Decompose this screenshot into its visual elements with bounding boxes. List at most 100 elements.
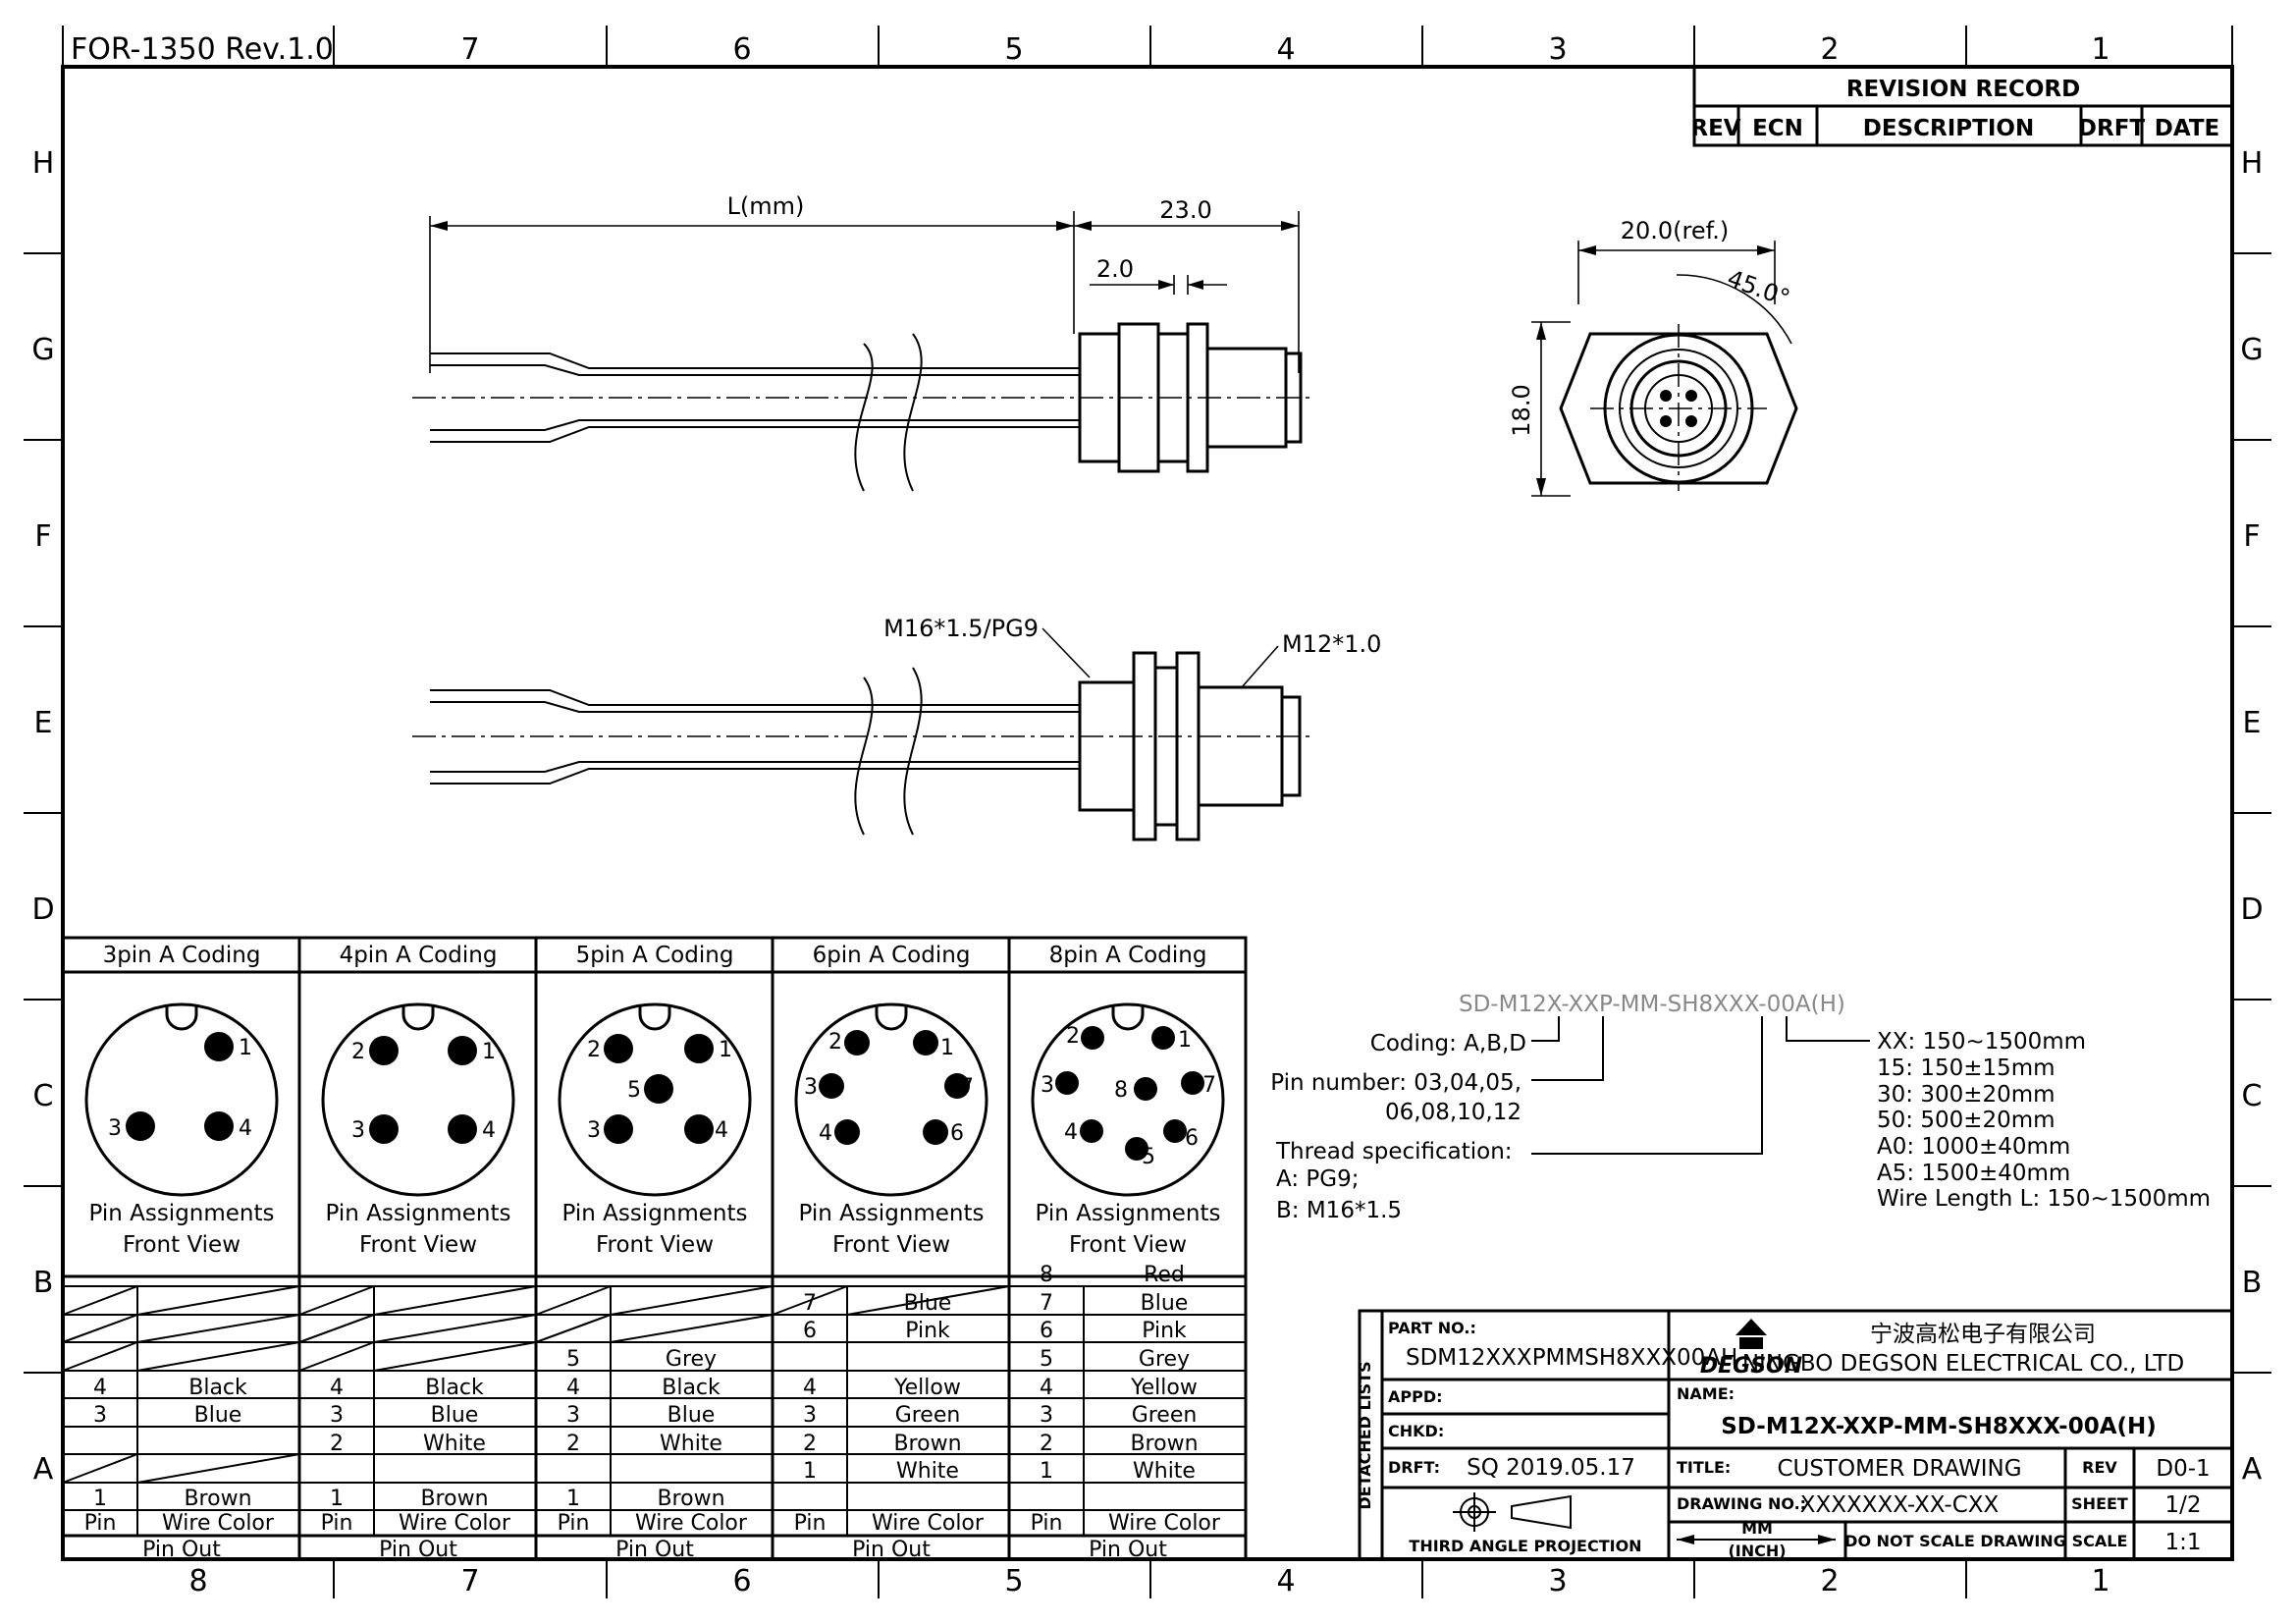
zone-row: G: [31, 333, 54, 367]
wire-color: Brown: [184, 1487, 251, 1511]
part-no-label: PART NO.:: [1388, 1319, 1476, 1337]
pin-number: 3: [93, 1403, 107, 1428]
thread-spec-label: Thread specification:: [1275, 1139, 1513, 1164]
wire-color: Black: [425, 1376, 484, 1400]
pinout-tables: [61, 936, 1248, 1561]
length-option: A5: 1500±40mm: [1877, 1161, 2070, 1186]
pin-header: Pin: [794, 1511, 827, 1536]
pin-label: 3: [108, 1116, 122, 1141]
pin-label: 5: [1142, 1145, 1155, 1169]
unit-mm: MM: [1741, 1519, 1773, 1538]
panel-title: 6pin A Coding: [813, 943, 971, 968]
zone-row: F: [34, 519, 51, 554]
front-view: 20.0(ref.) 45.0° 18.0: [1508, 217, 1798, 497]
connector-face: [794, 1002, 988, 1197]
caption-line1: Pin Assignments: [325, 1201, 510, 1226]
form-id: FOR-1350 Rev.1.0: [71, 32, 334, 67]
side-view-top: L(mm) 23.0 2.0: [412, 192, 1315, 492]
pin-label: 6: [950, 1121, 964, 1146]
unit-inch: (INCH): [1728, 1542, 1786, 1560]
wire-table-headers: Pin Wire Color Pin Out Pin Wire Color Pi…: [84, 1511, 1221, 1562]
pin-label: 4: [482, 1118, 496, 1143]
zone-row: A: [33, 1452, 54, 1487]
wire-color: White: [1133, 1459, 1196, 1484]
connector-face: [1031, 1002, 1225, 1197]
zone-row: E: [34, 706, 53, 740]
wire-color: Blue: [431, 1403, 479, 1428]
side-view-bottom: M16*1.5/PG9 M12*1.0: [412, 615, 1381, 841]
length-option: XX: 150~1500mm: [1877, 1029, 2086, 1055]
part-number-legend: SD-M12X-XXP-MM-SH8XXX-00A(H) Coding: A,B…: [1270, 992, 2211, 1223]
connector-face: [84, 1002, 279, 1197]
pin-out-footer: Pin Out: [142, 1538, 221, 1562]
length-option: 30: 300±20mm: [1877, 1082, 2056, 1108]
drawing-title: CUSTOMER DRAWING: [1777, 1456, 2021, 1482]
description-header: DESCRIPTION: [1863, 116, 2034, 141]
drft-value: SQ 2019.05.17: [1467, 1455, 1635, 1481]
wire-color: Grey: [666, 1347, 717, 1372]
wire-color: Brown: [420, 1487, 488, 1511]
drawing-no-label: DRAWING NO.:: [1677, 1494, 1806, 1513]
panel-title: 5pin A Coding: [576, 943, 734, 968]
zone-col: 1: [2091, 1564, 2109, 1598]
thread-front-label: M12*1.0: [1282, 630, 1381, 658]
caption-line2: Front View: [123, 1232, 240, 1258]
pin-label: 2: [351, 1040, 365, 1064]
zone-row: B: [2242, 1266, 2263, 1300]
zone-col: 8: [188, 1564, 207, 1598]
zone-row: D: [2240, 893, 2263, 927]
zone-col: 5: [1004, 32, 1023, 67]
zone-col: 3: [1548, 1564, 1567, 1598]
wire-color: White: [423, 1432, 486, 1456]
length-option: 15: 150±15mm: [1877, 1056, 2056, 1081]
zone-row: E: [2243, 706, 2262, 740]
connector-panel-4pin: 4pin A Coding 1 2 3 4 Pin Assignments Fr…: [321, 943, 515, 1258]
zone-col: 6: [732, 1564, 751, 1598]
thread-rear-label: M16*1.5/PG9: [883, 615, 1039, 642]
length-option: A0: 1000±40mm: [1877, 1134, 2070, 1160]
pin-header: Pin: [558, 1511, 590, 1536]
pin-number: 1: [93, 1487, 107, 1511]
pin-number: 5: [1040, 1347, 1053, 1372]
pin-number: 2: [330, 1432, 344, 1456]
title-block: DETACHED LISTS PART NO.: SDM12XXXPMMSH8X…: [1356, 1309, 2234, 1561]
wire-rows-4pin: 4 Black 3 Blue 2 White 1 Brown: [330, 1376, 489, 1511]
pin-out-footer: Pin Out: [379, 1538, 457, 1562]
pin-number: 2: [1040, 1432, 1053, 1456]
pin-label: 4: [819, 1121, 832, 1146]
pin-label: 2: [587, 1038, 601, 1062]
pin-number: 4: [93, 1376, 107, 1400]
length-option: 50: 500±20mm: [1877, 1108, 2056, 1133]
panel-title: 8pin A Coding: [1049, 943, 1207, 968]
wire-rows-6pin: 7 Blue 6 Pink 4 Yellow 3 Green 2 Brown 1…: [803, 1291, 962, 1484]
company-name-en: NINGBO DEGSON ELECTRICAL CO., LTD: [1742, 1351, 2184, 1377]
pin-number: 6: [1040, 1319, 1053, 1343]
wire-color-header: Wire Color: [635, 1511, 748, 1536]
part-number-code: SD-M12X-XXP-MM-SH8XXX-00A(H): [1459, 992, 1845, 1017]
pin-number: 3: [803, 1403, 817, 1428]
caption-line2: Front View: [832, 1232, 950, 1258]
zone-col: 2: [1820, 32, 1839, 67]
scale-label: SCALE: [2072, 1532, 2128, 1550]
company-name-cn: 宁波高松电子有限公司: [1870, 1322, 2096, 1347]
wire-color: Yellow: [1130, 1376, 1198, 1400]
wire-table-grid: [62, 1285, 1246, 1538]
dim-overall: 23.0: [1159, 196, 1211, 224]
top-zone-strip: FOR-1350 Rev.1.0 7 6 5 4 3 2 1: [62, 26, 2233, 67]
dim-height: 18.0: [1508, 384, 1535, 436]
coding-label: Coding: A,B,D: [1370, 1031, 1526, 1056]
wire-color: Yellow: [893, 1376, 961, 1400]
wire-color: Brown: [1130, 1432, 1198, 1456]
caption-line1: Pin Assignments: [1035, 1201, 1220, 1226]
part-no-value: SDM12XXXPMMSH8XXX00AH: [1406, 1345, 1737, 1371]
connector-face: [321, 1002, 515, 1197]
pin-number: 1: [803, 1459, 817, 1484]
date-header: DATE: [2155, 116, 2220, 141]
pin-label: 2: [828, 1030, 842, 1055]
connector-panel-6pin: 6pin A Coding 1 2 3 4 6 7 Pin Assignment…: [794, 943, 988, 1258]
caption-line1: Pin Assignments: [88, 1201, 274, 1226]
degson-logo: DEGSON: [1700, 1319, 1802, 1379]
rev-label: REV: [2082, 1458, 2117, 1477]
pin-number: 2: [803, 1432, 817, 1456]
pin-label: 6: [1185, 1126, 1199, 1151]
